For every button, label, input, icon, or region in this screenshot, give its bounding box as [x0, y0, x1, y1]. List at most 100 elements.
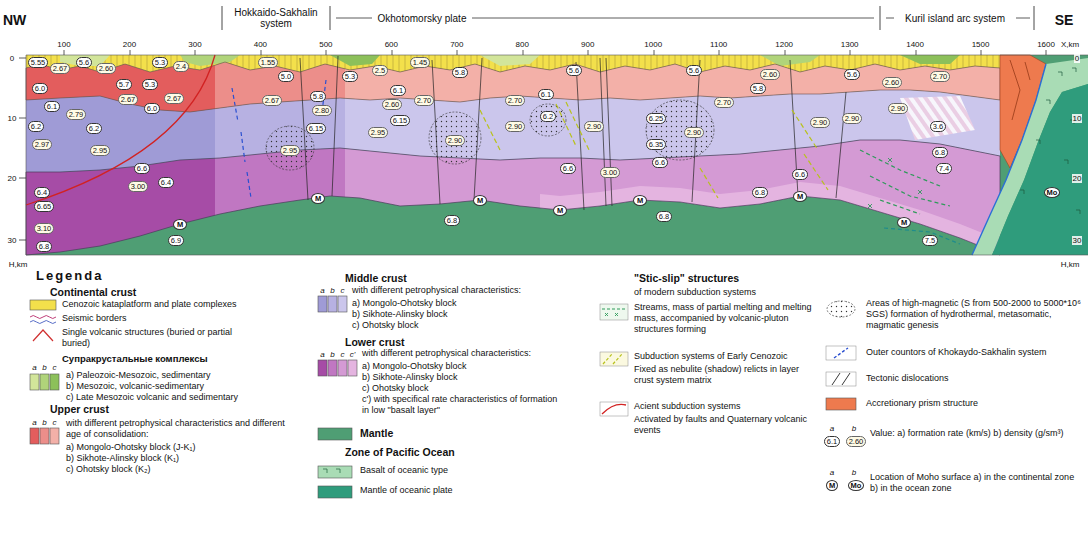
sample-frame: [826, 346, 856, 360]
legend-heading: Upper crust: [50, 403, 109, 415]
velocity-value: 5.6: [76, 57, 92, 68]
color-swatch: [50, 374, 59, 390]
value-text: M: [176, 220, 184, 229]
magnetic-area: [646, 100, 714, 160]
value-text: 2.90: [891, 104, 906, 113]
density-value: 1.45: [410, 57, 431, 68]
direction-label: SE: [1055, 12, 1074, 28]
velocity-value: 5.6: [844, 69, 860, 80]
value-text: M: [314, 194, 322, 203]
legend-letter: b: [42, 418, 46, 427]
value-text: 2.95: [371, 128, 386, 137]
legend-letter: c: [341, 350, 345, 359]
legend-heading: Upper crust: [50, 403, 109, 415]
value-text: 6.2: [31, 122, 41, 131]
velocity-value: 6.6: [560, 163, 576, 174]
legend-letter: c': [350, 350, 356, 359]
value-text: Mo: [1047, 188, 1058, 197]
velocity-value: 6.8: [656, 211, 672, 222]
axis-tick-label: 900: [581, 40, 594, 49]
value-text: 3.10: [37, 224, 52, 233]
legend-entry: Accretionary prism structure: [866, 398, 1082, 409]
value-text: 6.8: [447, 216, 457, 225]
value-text: 5.3: [145, 80, 155, 89]
direction-label: NW: [3, 12, 26, 28]
velocity-value: 3.6: [930, 121, 946, 132]
value-text: M: [556, 206, 564, 215]
prism-structure: [1010, 60, 1030, 120]
value-text: 2.90: [813, 118, 828, 127]
axis-tick-label: 10: [1072, 114, 1083, 123]
value-text: 2.67: [121, 95, 136, 104]
legend-text: c') with specifical rate characteristics…: [362, 394, 562, 416]
velocity-value: 6.8: [932, 147, 948, 158]
axis-tick-label: 10: [8, 114, 17, 123]
velocity-value: 6.8: [752, 187, 768, 198]
legend-letter: b: [42, 363, 46, 372]
value-text: 5.8: [455, 68, 465, 77]
value-text: 2.60: [885, 78, 900, 87]
value-text: 6.35: [649, 140, 664, 149]
value-text: 6.0: [147, 104, 157, 113]
value-text: 1.55: [261, 58, 276, 67]
direction-label: SE: [1055, 12, 1074, 28]
legend-swatch: [40, 428, 49, 444]
legend-swatch: [30, 374, 39, 390]
legend-swatch: [328, 296, 337, 312]
early-subduction: [480, 102, 828, 198]
density-value: 2.79: [66, 109, 87, 120]
legend-text: c) Ohotsky block (K₂): [66, 464, 291, 475]
fault-lines: [300, 56, 846, 210]
zone-header: Okhotomorsky plate: [378, 13, 467, 24]
density-value: 2.4: [173, 61, 189, 72]
color-swatch: [826, 398, 856, 410]
moho-sample: Mo: [848, 480, 865, 491]
melting-marks: [868, 158, 922, 208]
slab-line: [972, 64, 1046, 255]
density-value: 2.60: [760, 69, 781, 80]
legend-letter: a: [32, 418, 36, 427]
legend-text: Acient subduction systems: [634, 401, 819, 412]
axis-tick-label: 800: [516, 40, 529, 49]
legend-text: c) Ohotsky block: [352, 320, 557, 331]
axis-tick-label: 1000: [644, 40, 662, 49]
legend-entry: Single volcanic structures (buried or pa…: [62, 327, 262, 349]
legend-entry: b) Sikhote-Alinsky block (K₁): [66, 453, 291, 464]
density-value: 2.60: [96, 63, 117, 74]
legend-entry: c) Late Mesozoic volcanic and sedimentar…: [66, 392, 291, 403]
hatched-zone: [900, 96, 975, 140]
axis-tick-label: 800: [516, 40, 529, 49]
velocity-value: 6.1: [44, 101, 60, 112]
axis-tick-label: 1300: [841, 40, 859, 49]
legend-letter: c: [53, 418, 57, 427]
color-swatch: [318, 296, 327, 312]
legend-letter: a: [830, 424, 834, 433]
density-value: 2.90: [810, 117, 831, 128]
moho-marker: M: [311, 193, 325, 204]
color-swatch: [328, 360, 337, 376]
legend-text: Subduction systems of Early Cenozoic: [634, 351, 819, 362]
legend-entry: Basalt of oceanic type: [360, 465, 448, 476]
legend-note: Activated by faults and Quaternary volca…: [634, 414, 819, 436]
value-text: 6.6: [655, 158, 665, 167]
magnetic-area: [530, 104, 566, 136]
legend-swatch: [348, 360, 357, 376]
value-text: 2.5: [375, 66, 385, 75]
basalt-layer: [540, 182, 990, 250]
moho-sample: Mo: [848, 480, 865, 491]
legend-text: b) Sikhote-Alinsky block: [352, 309, 557, 320]
legend-entry: Subduction systems of Early Cenozoic: [634, 351, 819, 362]
axis-tick-label: X,km: [1061, 40, 1079, 49]
zone-header: Kuril island arc system: [905, 13, 1005, 24]
density-sample: 2.60: [846, 436, 867, 447]
legend-text: a) Paleozoic-Mesozoic, sedimentary: [66, 370, 291, 381]
moho-sample: M: [826, 480, 838, 491]
legend-entry: Mantle: [360, 427, 393, 439]
legend-note: Fixed as nebulite (shadow) relicts in la…: [634, 364, 819, 386]
legend-text: Areas of high-magnetic (S from 500-2000 …: [866, 298, 1082, 331]
density-value: 2.97: [32, 139, 53, 150]
legend-swatch: [50, 374, 59, 390]
legend-entry: c') with specifical rate characteristics…: [362, 394, 562, 416]
section-frame: [26, 55, 1088, 255]
legend-entry: Streams, mass of partial melting and mel…: [634, 302, 819, 335]
